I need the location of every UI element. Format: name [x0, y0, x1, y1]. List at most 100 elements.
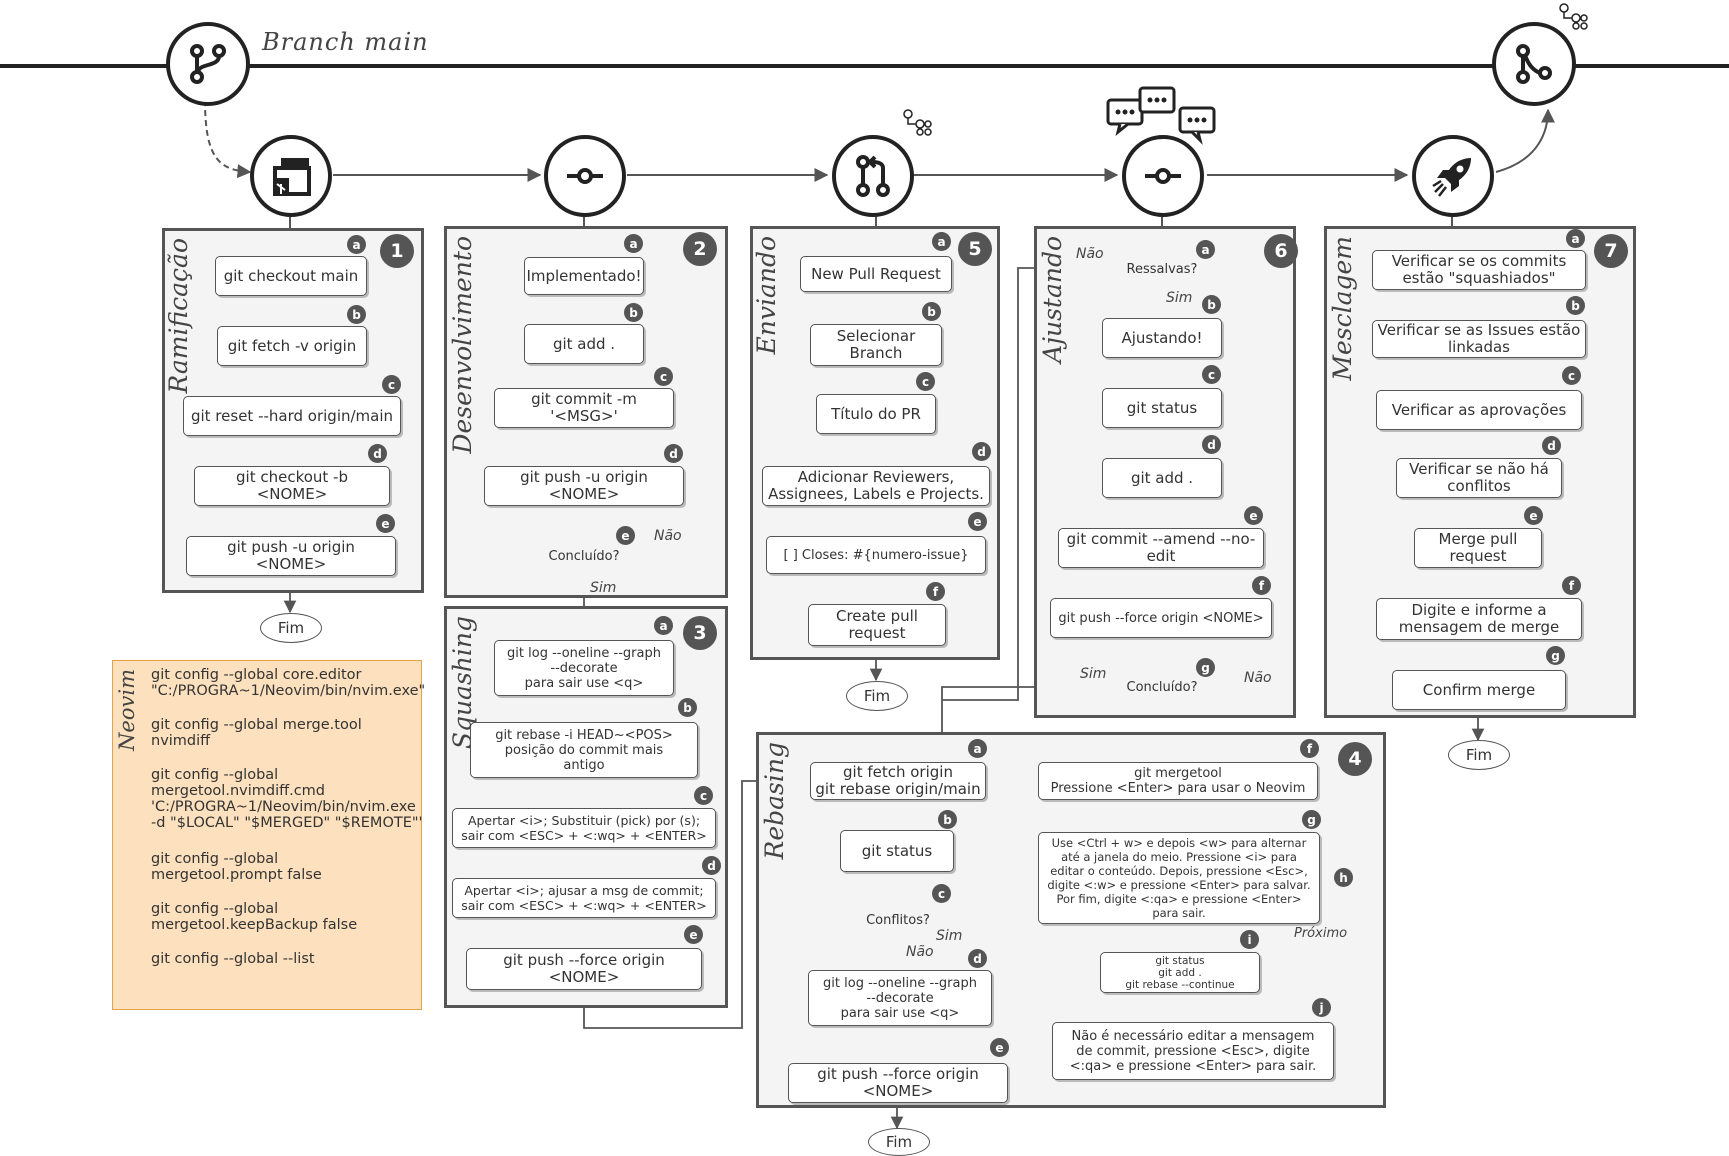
step-badge: g: [1546, 646, 1565, 665]
comments-icon: [1106, 86, 1224, 148]
step-badge: f: [1252, 576, 1271, 595]
step-badge: f: [926, 582, 945, 601]
stage-connectors: [333, 108, 1555, 182]
panel-number: 7: [1594, 234, 1628, 268]
merge-end-node: [1492, 22, 1576, 106]
step-badge: b: [938, 810, 957, 829]
merge-icon: [1516, 44, 1552, 84]
panel-number: 4: [1338, 742, 1372, 776]
end-node: Fim: [1448, 740, 1510, 770]
step-badge: a: [347, 235, 366, 254]
step-badge: c: [932, 884, 951, 903]
edge-label-no: Não: [654, 528, 682, 544]
branch-start-node: [166, 22, 250, 106]
step-badge: d: [368, 444, 387, 463]
step-node: git checkout main: [215, 256, 367, 296]
step-badge: d: [664, 444, 683, 463]
stage-branch-node: [250, 135, 332, 217]
end-node: Fim: [846, 681, 908, 711]
step-badge: a: [1196, 240, 1215, 259]
step-badge: d: [968, 949, 987, 968]
edge-label-no: Não: [1244, 670, 1272, 686]
step-node: git status git add . git rebase --contin…: [1100, 952, 1260, 993]
step-badge: a: [624, 234, 643, 253]
step-node: git push -u origin <NOME>: [484, 466, 684, 506]
step-badge: e: [990, 1038, 1009, 1057]
step-node: git rebase -i HEAD~<POS> posição do comm…: [470, 722, 698, 778]
panel-number: 5: [958, 232, 992, 266]
edge-label-no: Não: [906, 944, 934, 960]
commit-icon: [1145, 168, 1181, 184]
panel-number: 6: [1264, 234, 1298, 268]
step-node: git add .: [1102, 458, 1222, 498]
step-badge: c: [382, 375, 401, 394]
panel-title: Ramificação: [164, 238, 193, 394]
step-badge: d: [972, 442, 991, 461]
step-badge: b: [1566, 296, 1585, 315]
branch-title: Branch main: [262, 28, 429, 56]
decision-label: Concluído?: [548, 548, 620, 564]
panel-title: Mesclagem: [1328, 236, 1357, 381]
panel-title: Ajustando: [1038, 236, 1067, 363]
step-node: git fetch origin git rebase origin/main: [810, 762, 986, 800]
commit-icon: [567, 168, 603, 184]
note-line: git config --global core.editor "C:/PROG…: [151, 667, 426, 699]
step-node: git commit -m '<MSG>': [494, 388, 674, 428]
step-node: Adicionar Reviewers, Assignees, Labels e…: [762, 466, 990, 506]
step-badge: c: [1562, 366, 1581, 385]
step-node: git push --force origin <NOME>: [1050, 598, 1272, 638]
step-badge: b: [1202, 295, 1221, 314]
step-node: git push -u origin <NOME>: [186, 536, 396, 576]
workflow-icon: [1558, 2, 1588, 30]
step-badge: c: [916, 372, 935, 391]
step-node: git reset --hard origin/main: [183, 396, 401, 436]
branch-off-edge: [204, 99, 252, 179]
step-node: git log --oneline --graph --decorate par…: [808, 970, 992, 1026]
step-node: git status: [1102, 388, 1222, 428]
panel-title: Rebasing: [760, 742, 789, 860]
step-node: Verificar se os commits estão "squashiad…: [1372, 250, 1586, 290]
pull-request-icon: [856, 155, 890, 197]
step-badge: e: [1524, 506, 1543, 525]
note-line: git config --global --list: [151, 951, 315, 967]
panel-squashing: [444, 606, 728, 1008]
step-badge: e: [376, 514, 395, 533]
step-node: git log --oneline --graph --decorate par…: [494, 640, 674, 696]
panel-number: 3: [683, 616, 717, 650]
step-badge: c: [654, 367, 673, 386]
step-badge: c: [1202, 365, 1221, 384]
edge-label-yes: Sim: [1166, 290, 1193, 306]
step-badge: h: [1334, 868, 1353, 887]
step-node: Digite e informe a mensagem de merge: [1376, 598, 1582, 640]
stage-pull-request-node: [832, 135, 914, 217]
step-badge: i: [1240, 930, 1259, 949]
edge-label-yes: Sim: [936, 928, 963, 944]
step-node: git add .: [524, 324, 644, 364]
step-badge: e: [616, 526, 635, 545]
step-badge: d: [702, 856, 721, 875]
note-line: git config --global mergetool.prompt fal…: [151, 851, 322, 883]
step-node: git checkout -b <NOME>: [194, 466, 390, 506]
panel-title: Desenvolvimento: [448, 236, 477, 454]
step-badge: c: [694, 786, 713, 805]
step-badge: a: [968, 739, 987, 758]
step-node: Merge pull request: [1414, 528, 1542, 568]
step-badge: f: [1562, 576, 1581, 595]
edge-label-yes: Sim: [590, 580, 617, 596]
step-node: git status: [840, 830, 954, 872]
edge-label-no: Não: [1076, 246, 1104, 262]
step-node: Apertar <i>; Substituir (pick) por (s); …: [452, 808, 716, 848]
panel-enviando: [750, 226, 1000, 660]
step-badge: e: [1244, 506, 1263, 525]
stage-adjust-node: [1122, 135, 1204, 217]
decision-label: Conflitos?: [866, 912, 930, 928]
step-node: git push --force origin <NOME>: [466, 948, 702, 990]
step-node: Implementado!: [524, 257, 644, 295]
step-badge: d: [1202, 435, 1221, 454]
step-node: Apertar <i>; ajusar a msg de commit; sai…: [452, 878, 716, 918]
edge-label-next: Próximo: [1294, 926, 1348, 941]
end-node: Fim: [868, 1128, 930, 1156]
note-line: git config --global merge.tool nvimdiff: [151, 717, 362, 749]
step-badge: d: [1542, 436, 1561, 455]
